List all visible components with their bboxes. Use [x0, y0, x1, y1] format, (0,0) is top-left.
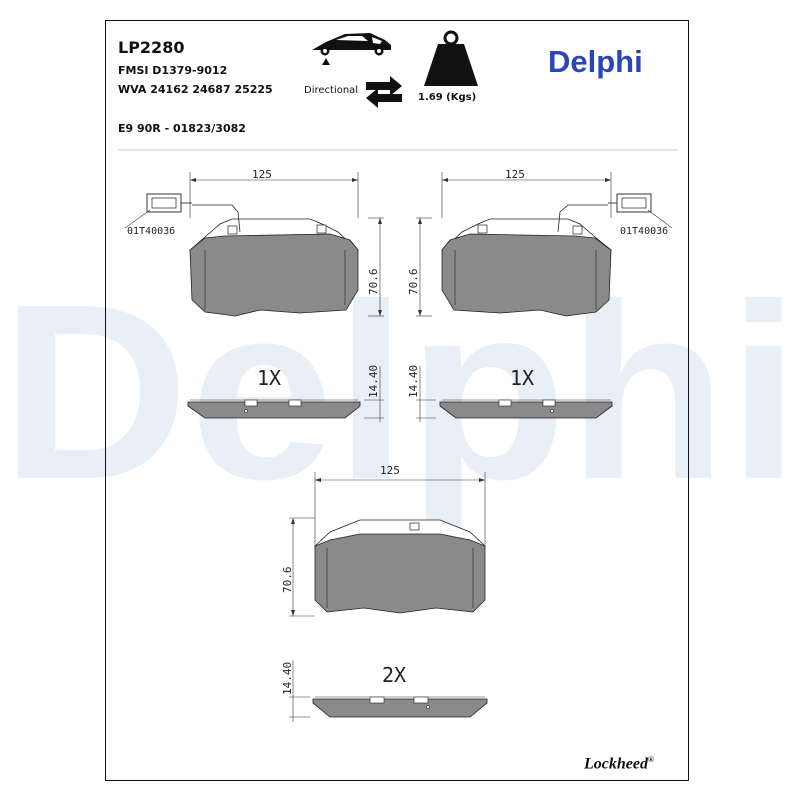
width-dim-bottom: 125: [380, 464, 400, 477]
thickness-dim-top-left: 14.40: [367, 365, 380, 398]
brand-logo: Delphi: [548, 44, 643, 79]
footer-brand: Lockheed®: [584, 755, 654, 773]
pad-drawing-bottom: [289, 472, 488, 722]
weight-icon: [424, 30, 478, 86]
width-dim-top-left: 125: [252, 168, 272, 181]
quantity-bottom: 2X: [382, 663, 406, 687]
car-icon: [312, 33, 391, 65]
sensor-label-left: 01T40036: [127, 226, 175, 237]
pad-drawing-top-right: [416, 172, 673, 422]
pad-drawing-top-left: [124, 172, 384, 422]
sensor-label-right: 01T40036: [620, 226, 668, 237]
quantity-top-left: 1X: [257, 366, 281, 390]
double-arrow-icon: [366, 76, 402, 108]
quantity-top-right: 1X: [510, 366, 534, 390]
fmsi-number: FMSI D1379-9012: [118, 64, 228, 77]
height-dim-top-left: 70.6: [367, 269, 380, 296]
directional-label: Directional: [304, 85, 359, 96]
thickness-dim-top-right: 14.40: [407, 365, 420, 398]
footer-brand-name: Lockheed: [584, 755, 648, 773]
watermark-text: Delphi: [0, 252, 800, 531]
document-frame: [105, 20, 689, 781]
registered-mark: ®: [647, 755, 654, 764]
height-dim-bottom: 70.6: [281, 567, 294, 594]
height-dim-top-right: 70.6: [407, 269, 420, 296]
width-dim-top-right: 125: [505, 168, 525, 181]
weight-label: 1.69 (Kgs): [418, 92, 477, 103]
thickness-dim-bottom: 14.40: [281, 662, 294, 695]
approval-number: E9 90R - 01823/3082: [118, 122, 246, 135]
wva-numbers: WVA 24162 24687 25225: [118, 83, 273, 96]
part-code: LP2280: [118, 38, 185, 57]
